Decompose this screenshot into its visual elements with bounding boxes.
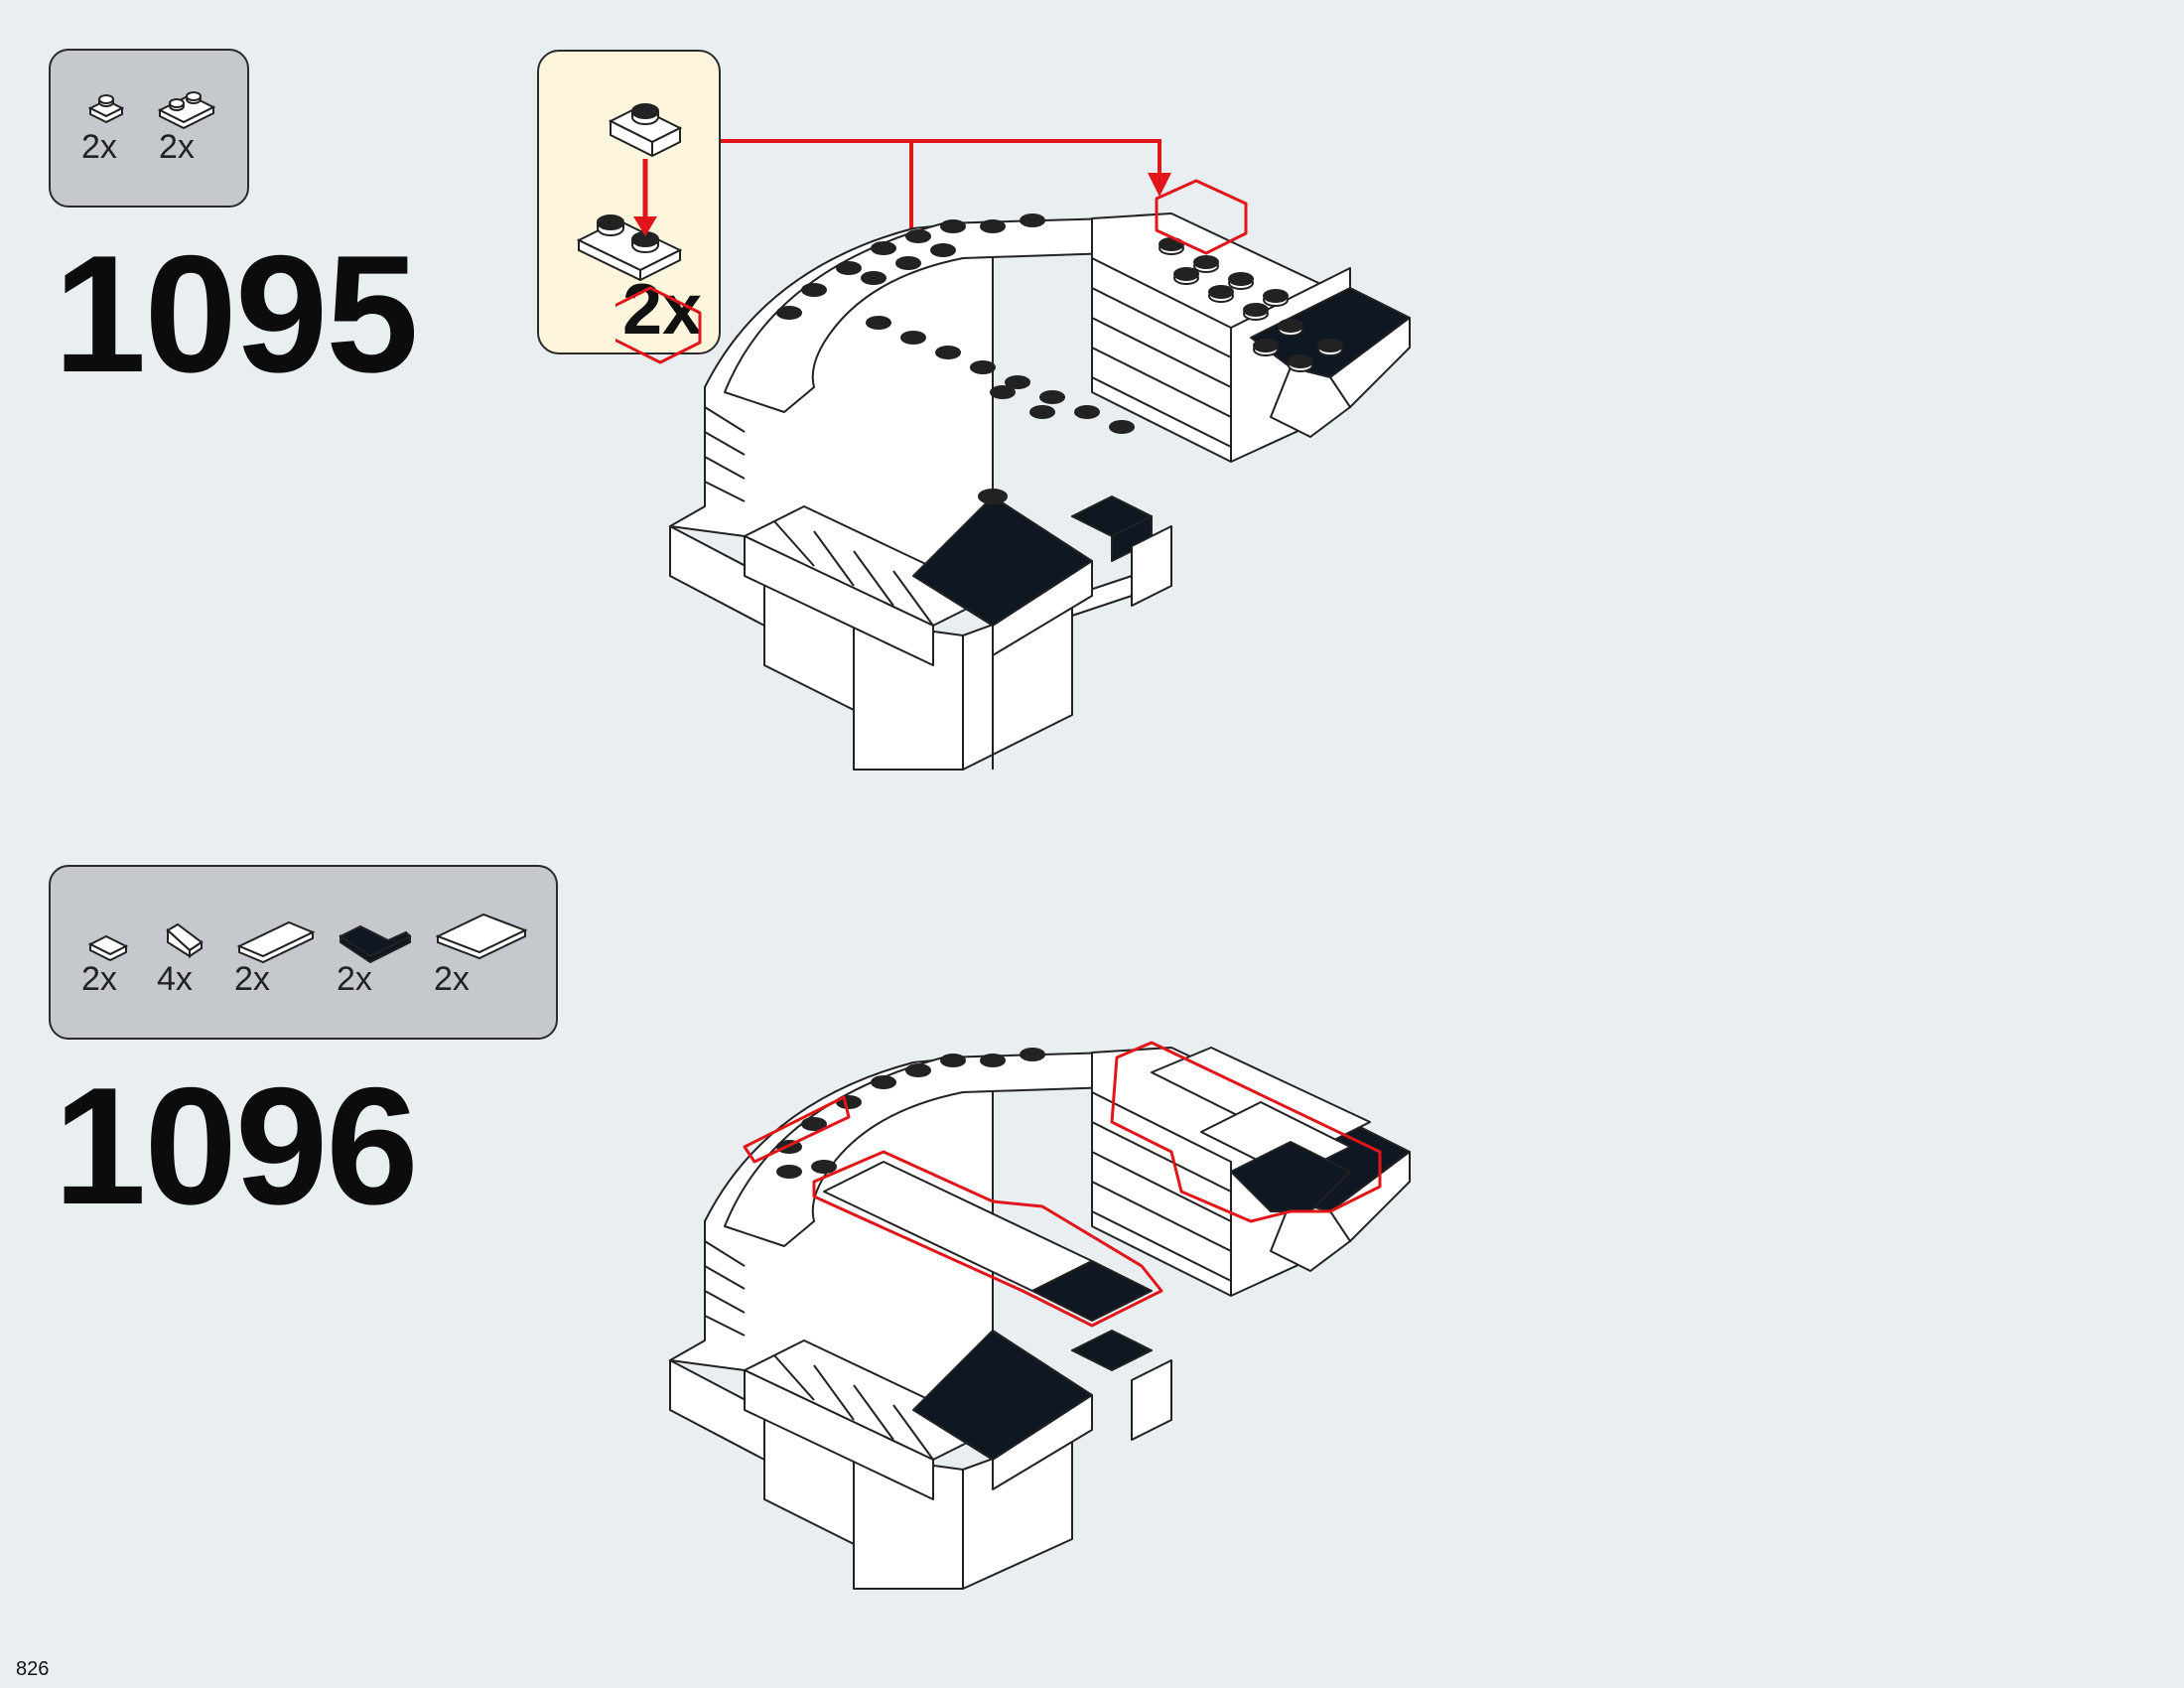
part-qty: 2x xyxy=(81,128,117,166)
corner-tile-2x2-icon xyxy=(339,924,412,964)
plate-1x2-icon xyxy=(608,103,683,158)
placement-arrow xyxy=(633,159,657,236)
subassembly-callout: 2x xyxy=(537,50,721,354)
plate-1x2-icon xyxy=(157,91,216,130)
tile-2x4-icon xyxy=(435,913,528,960)
part-qty: 2x xyxy=(159,128,195,166)
subassembly-multiplier: 2x xyxy=(622,270,703,350)
part-qty: 2x xyxy=(234,960,270,998)
subassembly-diagram xyxy=(576,103,683,282)
subassembly-result xyxy=(576,214,683,282)
part-qty: 4x xyxy=(157,960,193,998)
parts-list-step-1096: 2x 4x 2x 2x 2x xyxy=(49,865,558,1040)
model-diagram-step-1096 xyxy=(669,1041,1411,1590)
part-qty: 2x xyxy=(81,960,117,998)
step-number: 1095 xyxy=(54,220,419,407)
step-number: 1096 xyxy=(54,1053,419,1239)
page-number: 826 xyxy=(16,1658,50,1680)
tile-1x3-icon xyxy=(236,920,316,964)
parts-icons xyxy=(87,91,216,130)
parts-icons xyxy=(87,913,528,964)
tile-1x1-icon xyxy=(87,934,129,962)
part-qty: 2x xyxy=(337,960,372,998)
part-qty: 2x xyxy=(434,960,470,998)
round-plate-1x1-icon xyxy=(87,94,125,124)
parts-list-step-1095: 2x 2x xyxy=(49,49,249,208)
slope-1x1-icon xyxy=(166,922,204,958)
model-diagram-step-1095 xyxy=(615,179,1411,771)
